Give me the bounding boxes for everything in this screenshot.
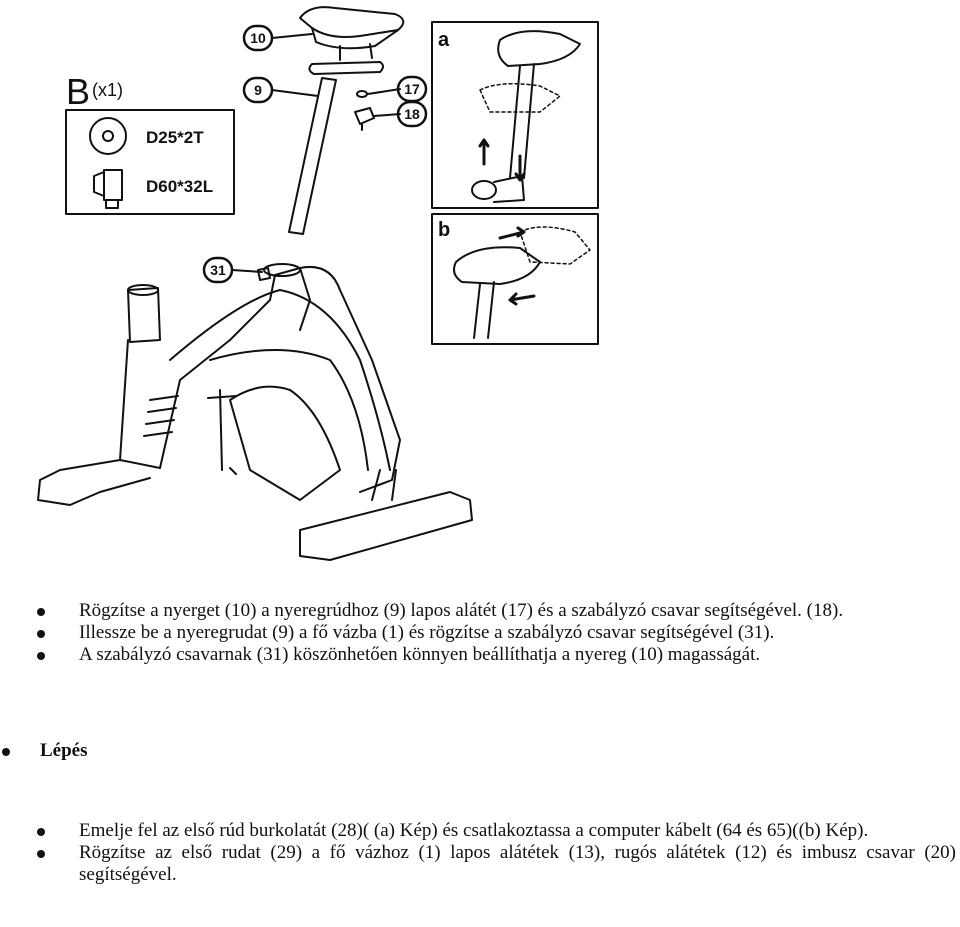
step-heading-list: Lépés — [0, 740, 960, 762]
parts-item-2-label: D60*32L — [146, 177, 213, 196]
callout-18: 18 — [404, 106, 420, 122]
seat-post-drawing — [288, 77, 337, 235]
list-item: Illessze be a nyeregrudat (9) a fő vázba… — [0, 622, 960, 644]
list-item: Rögzítse az első rudat (29) a fő vázhoz … — [0, 842, 960, 886]
step-heading: Lépés — [0, 740, 960, 762]
callout-10: 10 — [250, 30, 266, 46]
list-item: Rögzítse a nyerget (10) a nyeregrúdhoz (… — [0, 600, 960, 622]
inset-a-label: a — [438, 29, 450, 51]
parts-box-qty: (x1) — [92, 80, 123, 100]
callout-9: 9 — [254, 82, 262, 98]
washer-drawing — [356, 90, 368, 98]
inset-a — [431, 21, 599, 209]
parts-box — [65, 109, 235, 215]
list-item: Emelje fel az első rúd burkolatát (28)( … — [0, 820, 960, 842]
inset-b — [431, 213, 599, 345]
callout-17: 17 — [404, 81, 420, 97]
instruction-list-1: Rögzítse a nyerget (10) a nyeregrúdhoz (… — [0, 600, 960, 666]
parts-item-1-label: D25*2T — [146, 128, 204, 147]
list-item: A szabályzó csavarnak (31) köszönhetően … — [0, 644, 960, 666]
knob-drawing — [354, 107, 375, 131]
bike-frame-drawing — [37, 263, 473, 561]
parts-box-letter: B — [66, 71, 90, 112]
callout-ovals — [202, 24, 428, 284]
instruction-list-2: Emelje fel az első rúd burkolatát (28)( … — [0, 820, 960, 886]
inset-b-label: b — [438, 219, 450, 241]
saddle-drawing — [299, 6, 405, 61]
assembly-diagram: 10 9 17 18 31 B (x1) D25*2T D60*32L a b — [37, 6, 599, 561]
seat-clamp-drawing — [308, 61, 384, 75]
callout-31: 31 — [210, 262, 226, 278]
